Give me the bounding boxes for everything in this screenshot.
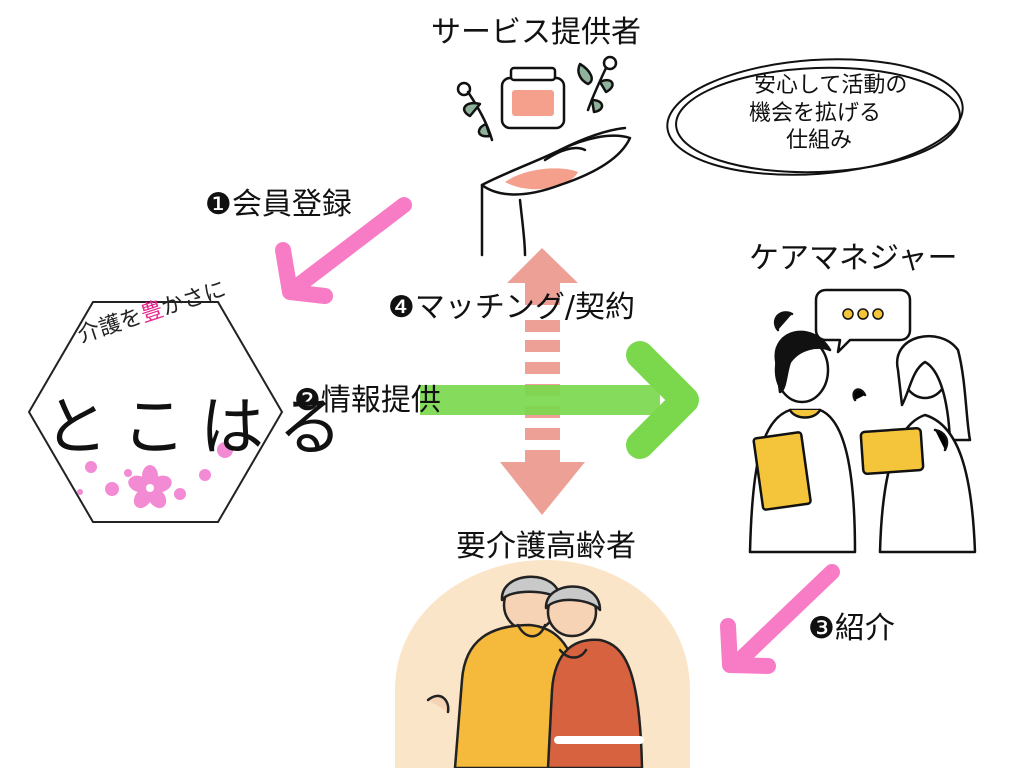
logo-dot [85,461,97,473]
arrow-step2-info [420,341,699,459]
concept-line-2: 機会を拡げる [748,100,881,126]
label-elderly: 要介護高齢者 [456,529,636,564]
label-service-provider: サービス提供者 [431,15,641,50]
logo-name: とこはる [44,391,356,465]
elderly-couple-icon [426,575,644,768]
arrow-step1-registration [275,197,412,304]
concept-text: 安心して活動の 機会を拡げる 仕組み [736,72,908,155]
label-step2: ❷情報提供 [294,383,441,418]
hand-holding-jar-icon [456,55,632,257]
logo-dot [105,482,119,496]
hexagon-logo-icon [27,301,284,523]
logo-dot [199,469,211,481]
concept-oval [666,58,964,176]
speech-dots [842,308,884,320]
label-step1: ❶会員登録 [205,187,352,222]
concept-line-3: 仕組み [785,128,852,153]
label-step4: ❹マッチング/契約 [388,290,636,325]
logo-dot [217,442,233,458]
logo-dot [174,488,186,500]
logo-dot [124,469,132,477]
label-care-manager: ケアマネジャー [749,241,958,276]
label-step3: ❸紹介 [808,611,895,646]
arrow-step3-introduction [720,564,840,674]
two-women-talking-icon [748,288,977,554]
arrow-step4-matching [500,248,585,515]
logo-dot [77,489,83,495]
blossom-icon [128,465,172,509]
concept-line-1: 安心して活動の [754,73,908,98]
